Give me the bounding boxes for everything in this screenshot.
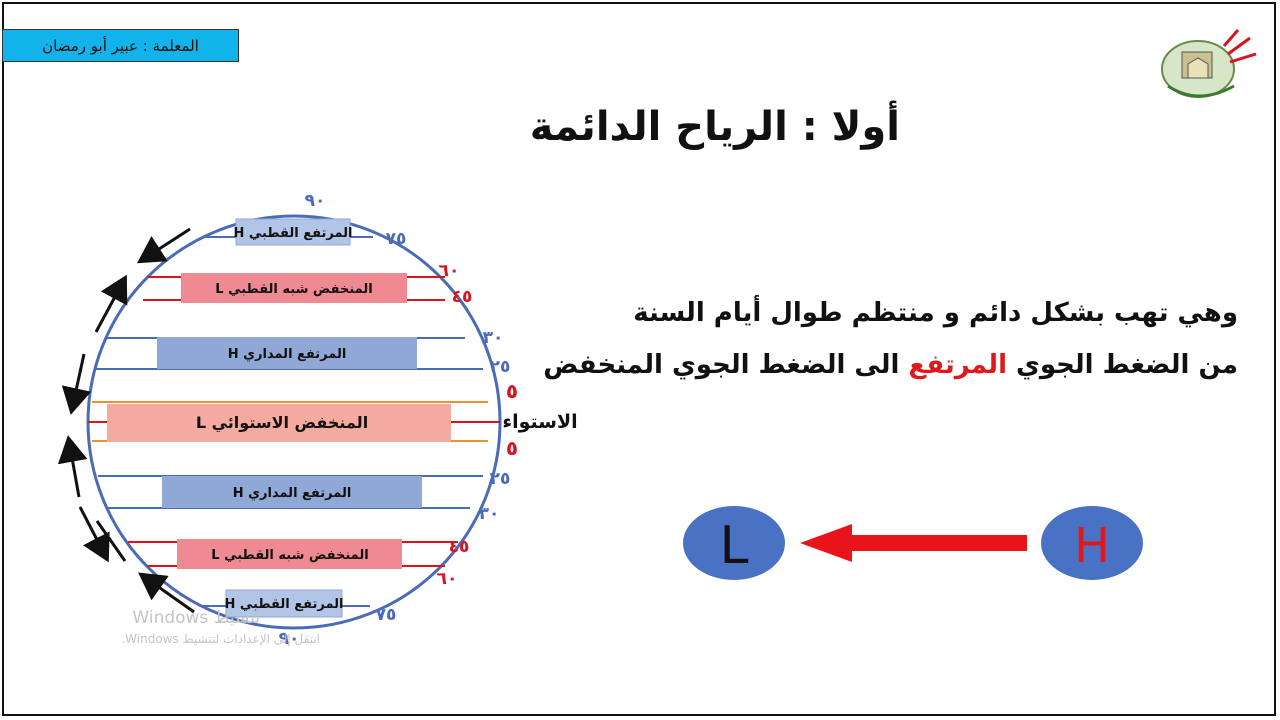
band-label-subtropical-high-north: المرتفع المداري H	[228, 347, 347, 362]
lat-label-n25: ٢٥	[490, 357, 511, 377]
lat-label-n45: ٤٥	[452, 287, 473, 307]
lat-label-s90: ٩٠	[279, 629, 300, 649]
band-polar-high-south	[225, 589, 343, 618]
lat-label-n75: ٧٥	[386, 229, 407, 249]
description-line-2: من الضغط الجوي المرتفع الى الضغط الجوي ا…	[520, 350, 1238, 380]
band-subpolar-low-south	[177, 539, 402, 569]
lat-label-n60: ٦٠	[439, 261, 460, 281]
lat-label-s45: ٤٥	[449, 537, 470, 557]
windows-watermark-line-1: تنشيط Windows	[132, 608, 260, 628]
description-line-1: وهي تهب بشكل دائم و منتظم طوال أيام السن…	[633, 298, 1238, 328]
lat-label-s30: ٣٠	[479, 504, 500, 524]
band-label-subpolar-low-south: المنخفض شبه القطبي L	[211, 548, 369, 563]
band-subtropical-high-north	[157, 337, 417, 369]
wind-arrow-westerlies-south	[78, 506, 110, 563]
wind-arrow-tail-south	[95, 520, 127, 562]
lat-label-s75: ٧٥	[376, 605, 397, 625]
lat-label-s5: ٥	[506, 436, 518, 460]
lat-label-s60: ٦٠	[437, 569, 458, 589]
lat-label-n90: ٩٠	[305, 191, 326, 211]
low-pressure-ellipse	[683, 506, 785, 580]
lat-label-s25: ٢٥	[490, 469, 511, 489]
teacher-name-label: المعلمة : عبير أبو رمضان	[2, 29, 239, 62]
wind-arrow-trade-south	[57, 435, 88, 498]
wind-arrow-westerlies-north	[94, 274, 128, 333]
description-highlight: المرتفع	[908, 350, 1007, 380]
equator-label: الاستواء	[502, 411, 577, 433]
low-pressure-label: L	[720, 516, 749, 576]
wind-arrow-polar-south	[138, 572, 195, 614]
description-line-2-end: الى الضغط الجوي المنخفض	[543, 350, 900, 380]
windows-watermark-line-2: انتقل إلى الإعدادات لتنشيط Windows.	[121, 632, 320, 646]
wind-arrow-polar-north	[136, 227, 191, 264]
wind-arrow-trade-north	[61, 353, 92, 415]
band-polar-high-north	[235, 218, 351, 246]
school-logo	[1161, 29, 1257, 98]
band-subtropical-high-south	[162, 476, 422, 508]
lat-label-n5: ٥	[506, 379, 518, 403]
high-pressure-label: H	[1074, 518, 1110, 574]
high-to-low-arrow	[800, 524, 1027, 562]
band-label-equatorial-low: المنخفض الاستوائي L	[196, 413, 368, 433]
high-pressure-ellipse	[1041, 506, 1143, 580]
description-line-2-start: من الضغط الجوي	[1016, 350, 1238, 380]
band-label-subtropical-high-south: المرتفع المداري H	[233, 486, 352, 501]
slide-title: أولا : الرياح الدائمة	[529, 104, 900, 150]
band-label-polar-high-south: المرتفع القطبي H	[224, 597, 343, 612]
band-subpolar-low-north	[181, 273, 407, 303]
band-equatorial-low	[107, 404, 451, 442]
band-label-subpolar-low-north: المنخفض شبه القطبي L	[215, 282, 373, 297]
lat-label-n30: ٣٠	[483, 328, 504, 348]
band-label-polar-high-north: المرتفع القطبي H	[233, 226, 352, 241]
